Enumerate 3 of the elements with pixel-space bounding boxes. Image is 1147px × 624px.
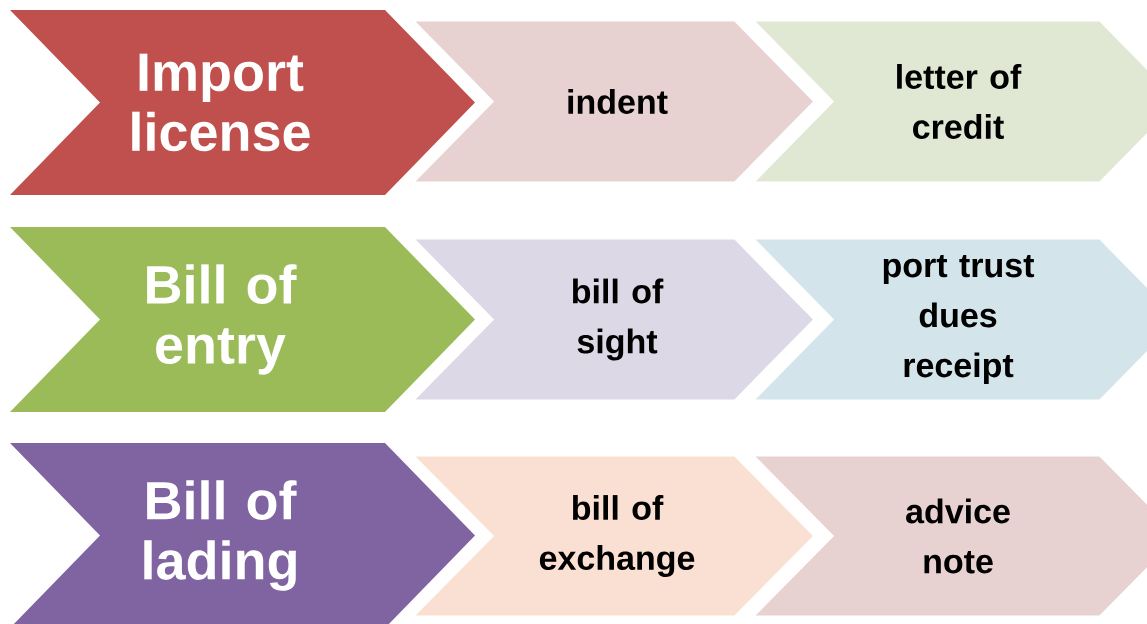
step-banner: Bill of entry [10,227,475,412]
step-banner: Import license [10,10,475,195]
step-banner: Bill of lading [10,443,475,624]
